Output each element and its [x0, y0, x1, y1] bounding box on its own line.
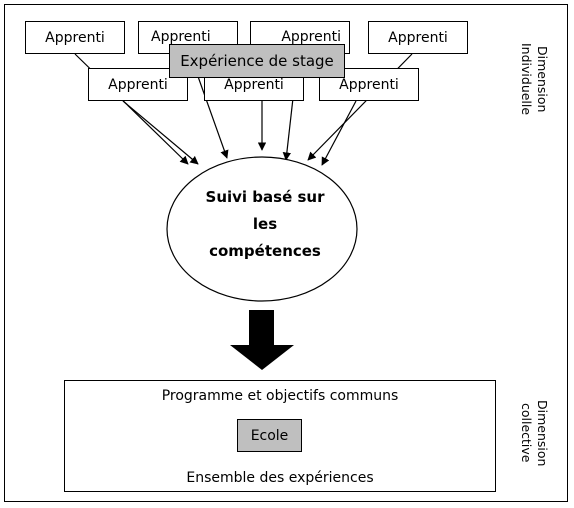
ellipse-line: Suivi basé sur [205, 188, 325, 206]
collective-dimension-label: Dimension collective [518, 393, 550, 473]
apprenti-box: Apprenti [368, 21, 468, 54]
stage-experience-label: Expérience de stage [169, 44, 345, 78]
ellipse-text: Suivi basé sur les compétences [175, 184, 355, 265]
arrow [122, 100, 199, 165]
apprenti-label: Apprenti [224, 76, 284, 93]
collective-bottom-text: Ensemble des expériences [186, 470, 374, 486]
ellipse-line: les [252, 215, 278, 233]
collective-word: collective [519, 403, 534, 463]
collective-top-text: Programme et objectifs communs [161, 388, 399, 404]
down-arrow [230, 310, 294, 370]
apprenti-label: Apprenti [108, 76, 168, 93]
arrow [321, 100, 357, 166]
individual-word: Individuelle [519, 42, 534, 116]
dimension-word: Dimension [535, 45, 550, 113]
apprenti-label: Apprenti [45, 29, 105, 46]
ellipse-line: compétences [209, 242, 321, 260]
apprenti-label: Apprenti [281, 29, 341, 45]
ecole-label: Ecole [237, 419, 302, 452]
stage-experience-text: Expérience de stage [180, 52, 334, 70]
individual-dimension-label: Dimension Individuelle [518, 34, 550, 124]
ecole-text: Ecole [250, 427, 289, 444]
apprenti-label: Apprenti [339, 76, 399, 93]
dimension-word: Dimension [535, 399, 550, 467]
apprenti-box: Apprenti [25, 21, 125, 54]
apprenti-label: Apprenti [151, 29, 211, 45]
competency-ellipse [166, 156, 358, 302]
apprenti-label: Apprenti [388, 29, 448, 46]
apprenti-box: Apprenti [319, 68, 419, 101]
